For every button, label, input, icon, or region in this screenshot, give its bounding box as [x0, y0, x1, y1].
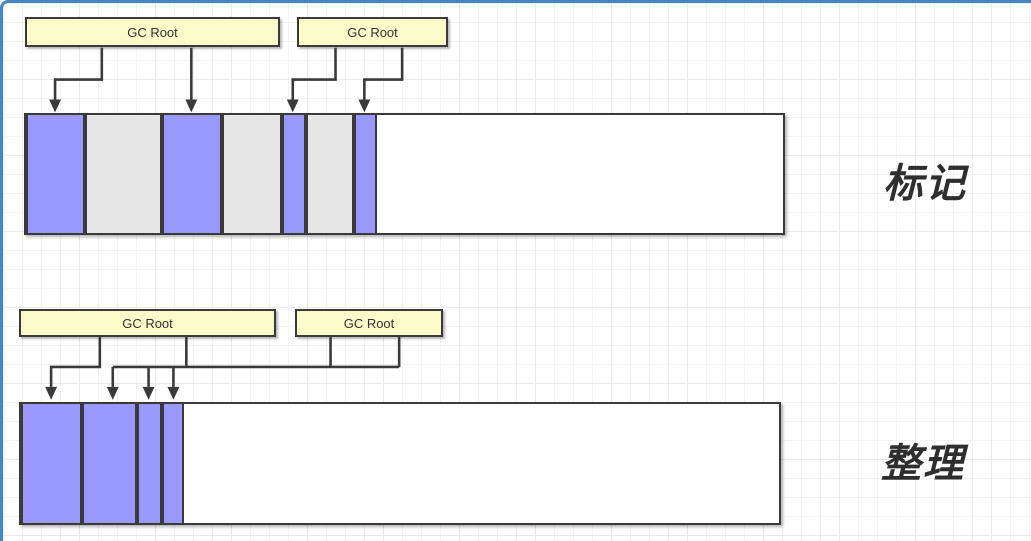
pointer-arrow-line: [49, 335, 102, 387]
section-label-compact: 整理: [881, 442, 965, 486]
pointer-arrowhead: [185, 99, 198, 113]
pointer-arrow-line: [291, 47, 337, 100]
memory-block-live: [282, 113, 306, 235]
gc-root-label: GC Root: [127, 24, 178, 40]
memory-block-garbage: [306, 113, 354, 235]
memory-block-live: [162, 402, 184, 525]
pointer-arrowhead: [49, 99, 62, 113]
memory-block-live: [26, 113, 85, 235]
gc-root-box-compact-2: GC Root: [295, 309, 443, 337]
memory-block-garbage: [85, 113, 162, 235]
gc-root-box-compact-1: GC Root: [19, 309, 276, 337]
pointer-arrowhead: [106, 386, 119, 400]
pointer-arrow-line: [53, 47, 104, 100]
pointer-arrowhead: [358, 99, 371, 113]
memory-block-live: [137, 402, 162, 525]
gc-root-label: GC Root: [347, 24, 398, 40]
gc-root-label: GC Root: [343, 315, 395, 331]
pointer-arrowhead: [142, 386, 155, 400]
gc-root-label: GC Root: [122, 315, 173, 331]
memory-block-garbage: [222, 113, 282, 235]
memory-block-live: [162, 113, 222, 235]
memory-block-live: [21, 402, 82, 525]
gc-root-box-mark-1: GC Root: [25, 17, 280, 47]
gc-root-box-mark-2: GC Root: [297, 17, 448, 47]
section-label-mark: 标记: [883, 162, 967, 206]
memory-block-live: [82, 402, 137, 525]
pointer-arrowhead: [167, 386, 180, 400]
memory-block-live: [354, 113, 377, 235]
pointer-arrowhead: [286, 99, 299, 113]
pointer-arrow-line: [363, 47, 404, 100]
pointer-arrowhead: [45, 386, 58, 400]
